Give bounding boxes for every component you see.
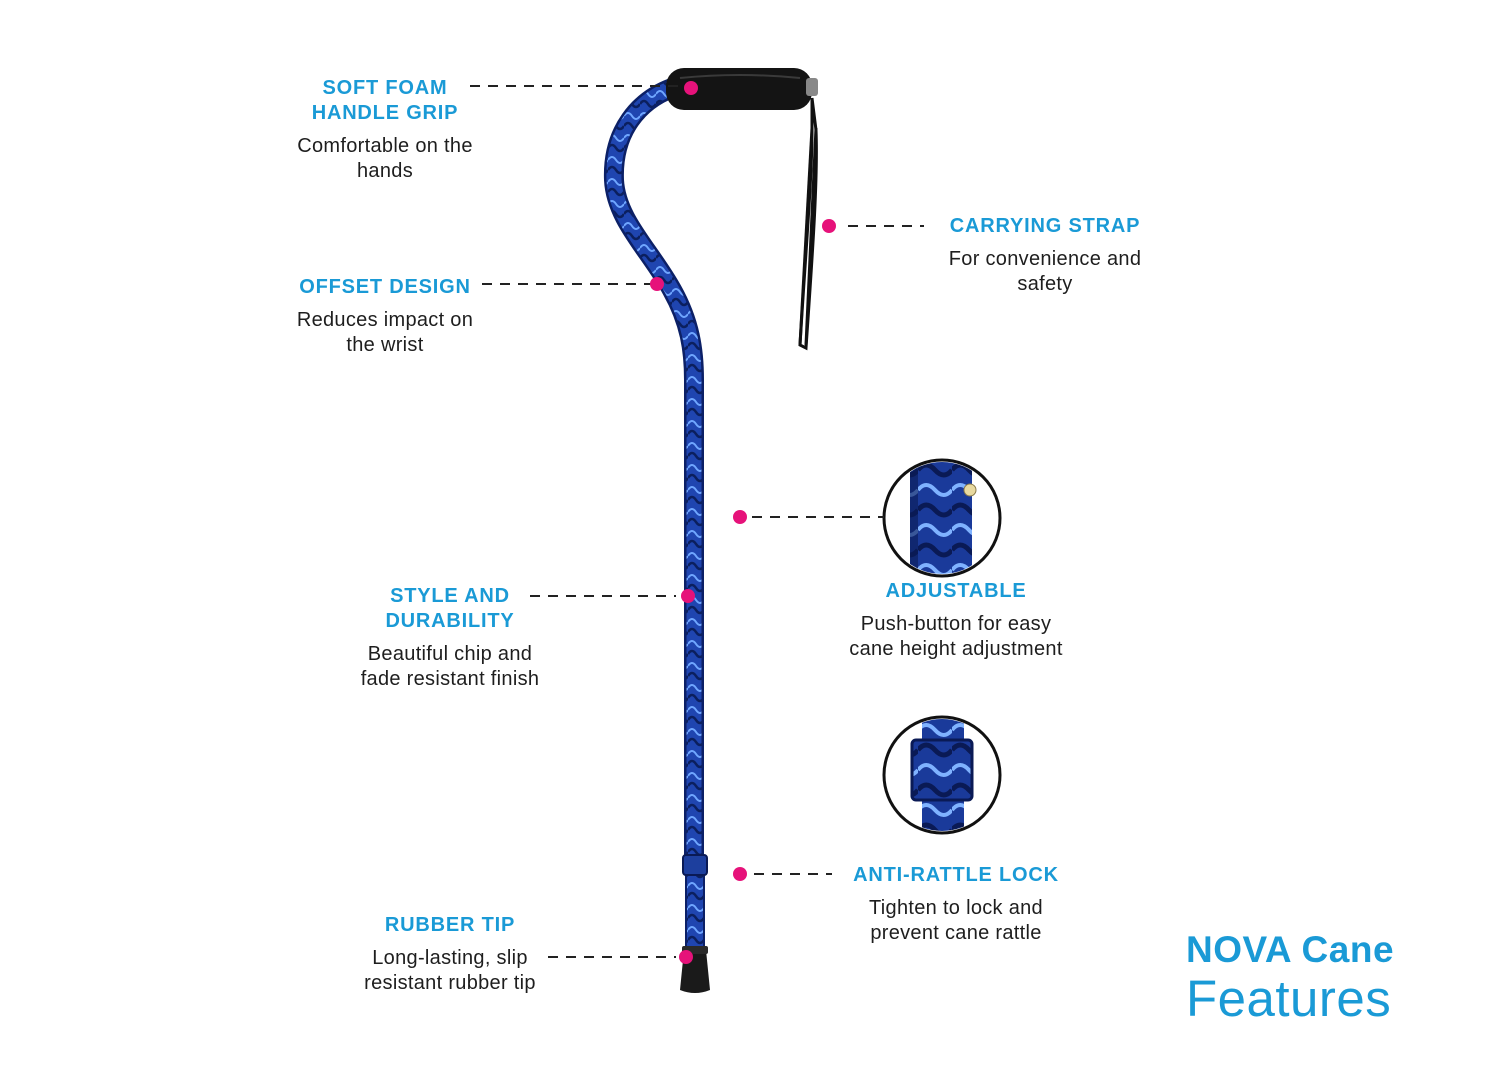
feature-offset: OFFSET DESIGN Reduces impact on the wris… <box>265 275 505 358</box>
leader-lines <box>470 85 924 958</box>
feature-style: STYLE AND DURABILITY Beautiful chip and … <box>330 584 570 692</box>
feature-desc: For convenience and safety <box>948 248 1142 295</box>
feature-desc: Reduces impact on the wrist <box>296 309 474 356</box>
feature-desc: Comfortable on the hands <box>297 135 473 182</box>
feature-lock: ANTI-RATTLE LOCK Tighten to lock and pre… <box>836 863 1076 946</box>
marker-style <box>681 589 695 603</box>
feature-adjustable: ADJUSTABLE Push-button for easy cane hei… <box>816 579 1096 662</box>
feature-title: SOFT FOAM HANDLE GRIP <box>311 77 459 124</box>
feature-markers <box>650 81 836 964</box>
adjustable-detail-circle <box>882 458 1002 578</box>
feature-desc: Push-button for easy cane height adjustm… <box>849 613 1063 660</box>
feature-title: OFFSET DESIGN <box>299 276 471 298</box>
feature-grip: SOFT FOAM HANDLE GRIP Comfortable on the… <box>265 76 505 184</box>
anti-rattle-detail-circle <box>882 715 1002 835</box>
brand-line1: NOVA Cane <box>1186 929 1395 970</box>
brand-line2: Features <box>1186 970 1392 1027</box>
feature-desc: Beautiful chip and fade resistant finish <box>360 643 540 690</box>
marker-tip <box>679 950 693 964</box>
marker-grip <box>684 81 698 95</box>
feature-title: RUBBER TIP <box>384 914 516 936</box>
marker-strap <box>822 219 836 233</box>
anti-rattle-collar <box>682 854 708 876</box>
feature-title: ADJUSTABLE <box>885 580 1027 602</box>
feature-strap: CARRYING STRAP For convenience and safet… <box>925 214 1165 297</box>
brand-heading: NOVA Cane Features <box>1186 928 1394 1026</box>
marker-lock <box>733 867 747 881</box>
handle-grip <box>666 68 812 110</box>
feature-title: CARRYING STRAP <box>949 215 1141 237</box>
marker-offset <box>650 277 664 291</box>
feature-tip: RUBBER TIP Long-lasting, slip resistant … <box>330 913 570 996</box>
feature-desc: Long-lasting, slip resistant rubber tip <box>364 947 536 994</box>
feature-title: STYLE AND DURABILITY <box>385 585 515 632</box>
feature-title: ANTI-RATTLE LOCK <box>853 864 1059 886</box>
feature-desc: Tighten to lock and prevent cane rattle <box>869 897 1043 944</box>
marker-adjustable <box>733 510 747 524</box>
